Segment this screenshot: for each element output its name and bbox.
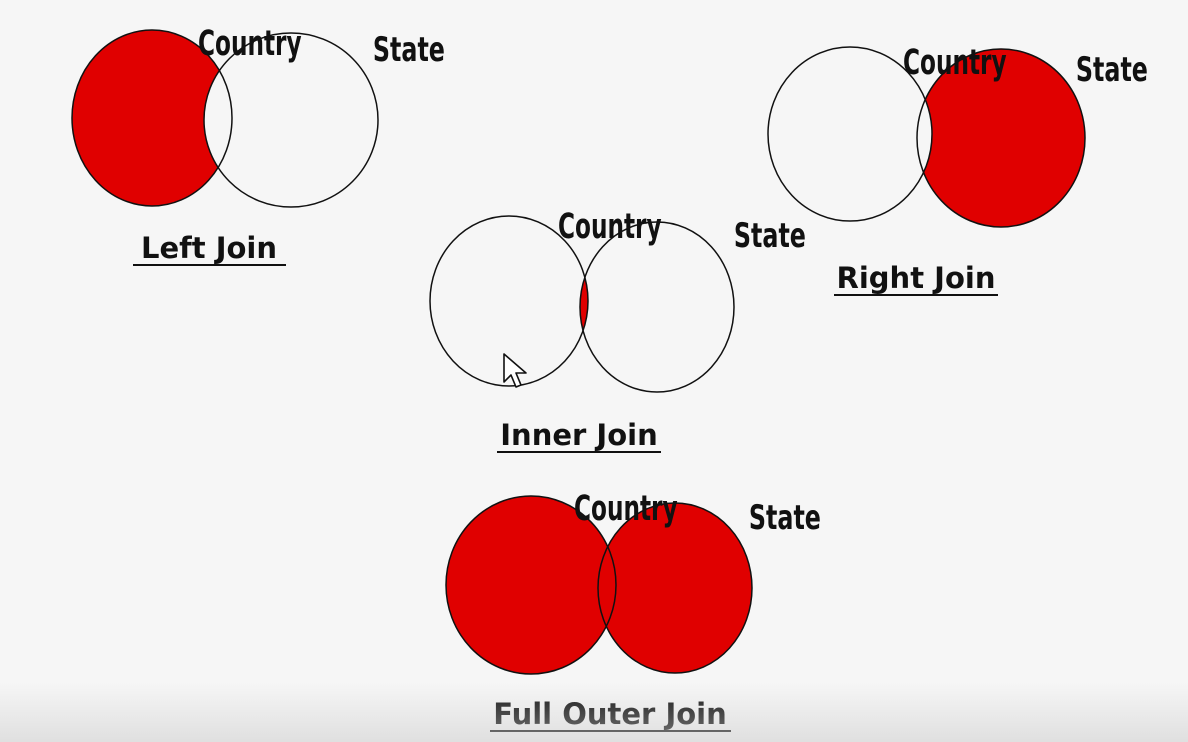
left-join-country-circle [71, 29, 233, 207]
inner-join-caption: Inner Join [500, 418, 657, 452]
inner-join-country-circle [429, 215, 589, 387]
left-join-country-fill [72, 30, 232, 206]
full-outer-join-diagram: Country State Full Outer Join [445, 488, 821, 732]
inner-join-intersection-fill [580, 222, 588, 386]
left-join-state-label: State [373, 30, 445, 69]
left-join-caption: Left Join [141, 231, 277, 265]
right-join-country-label: Country [903, 42, 1007, 82]
full-outer-join-state-fill [598, 503, 752, 673]
full-outer-join-country-circle [445, 495, 617, 675]
left-join-state-circle [203, 32, 379, 208]
right-join-state-circle [916, 48, 1086, 228]
left-join-diagram: Country State Left Join [71, 23, 445, 266]
right-join-state-fill [917, 49, 1085, 227]
mouse-pointer-icon [503, 353, 527, 388]
inner-join-diagram: Country State Inner Join [429, 206, 806, 453]
inner-join-state-label: State [734, 216, 806, 255]
full-outer-join-state-circle [597, 502, 753, 674]
right-join-caption: Right Join [837, 261, 996, 295]
right-join-diagram: Country State Right Join [767, 42, 1148, 296]
right-join-state-label: State [1076, 50, 1148, 89]
inner-join-country-label: Country [558, 206, 662, 246]
left-join-country-label: Country [198, 23, 302, 63]
right-join-country-circle [767, 46, 933, 222]
full-outer-join-country-label: Country [574, 488, 678, 528]
full-outer-join-state-label: State [749, 498, 821, 537]
inner-join-state-circle [579, 221, 735, 393]
full-outer-join-country-fill [446, 496, 616, 674]
full-outer-join-caption: Full Outer Join [493, 697, 727, 731]
